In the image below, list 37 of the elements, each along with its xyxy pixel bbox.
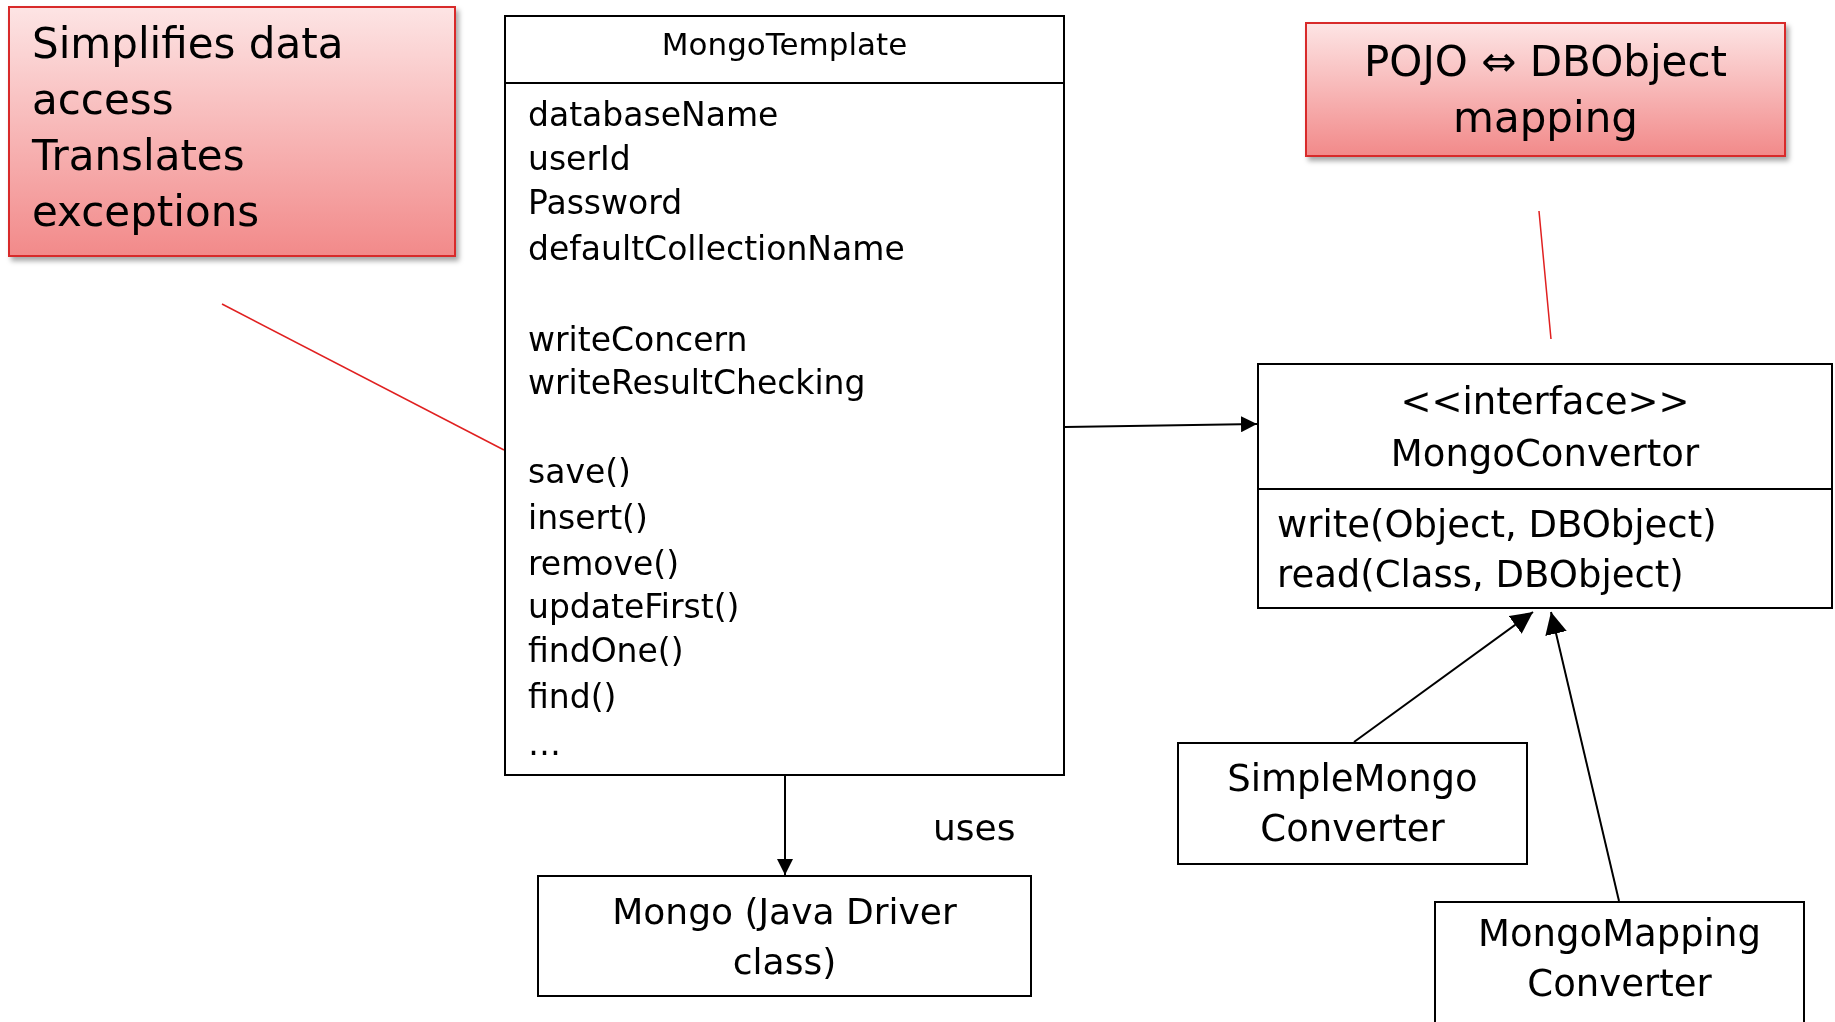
class-box [1434, 901, 1805, 1022]
member-text: userId [528, 138, 631, 180]
note-text: Simplifies data access [32, 18, 345, 126]
member-text: findOne() [528, 630, 684, 672]
member-text: Password [528, 182, 683, 224]
member-text: … [528, 723, 561, 765]
interface-box [1257, 363, 1833, 609]
member-text: insert() [528, 497, 648, 539]
note-text: Translates exceptions [32, 130, 261, 238]
class-name: SimpleMongo Converter [1226, 756, 1479, 852]
member-text: write(Object, DBObject) [1277, 502, 1717, 548]
note-callout [1305, 22, 1786, 157]
member-text: updateFirst() [528, 586, 740, 628]
dependency-arrow [777, 775, 793, 876]
member-text: save() [528, 451, 631, 493]
member-text: find() [528, 676, 617, 718]
class-box [537, 875, 1032, 997]
class-name: MongoConvertor [1389, 431, 1701, 477]
member-text: defaultCollectionName [528, 228, 905, 270]
class-name: MongoMapping Converter [1477, 911, 1762, 1007]
note-text: POJO ⇔ DBObject mapping [1363, 36, 1728, 144]
class-box [1177, 742, 1528, 865]
class-name: <<interface>> [1399, 379, 1691, 425]
association-arrow [1064, 416, 1258, 433]
inheritance-arrow [1353, 611, 1534, 743]
member-text: writeResultChecking [528, 362, 866, 404]
note-callout [8, 6, 456, 257]
member-text: remove() [528, 543, 680, 585]
member-text: read(Class, DBObject) [1277, 552, 1684, 598]
member-text: databaseName [528, 94, 779, 136]
class-name: MongoTemplate [660, 25, 909, 64]
member-text: writeConcern [528, 319, 748, 361]
leader-line [1538, 210, 1552, 340]
class-name: Mongo (Java Driver class) [611, 890, 958, 984]
class-box [504, 15, 1065, 776]
leader-line [221, 303, 505, 451]
inheritance-arrow [1545, 611, 1620, 902]
